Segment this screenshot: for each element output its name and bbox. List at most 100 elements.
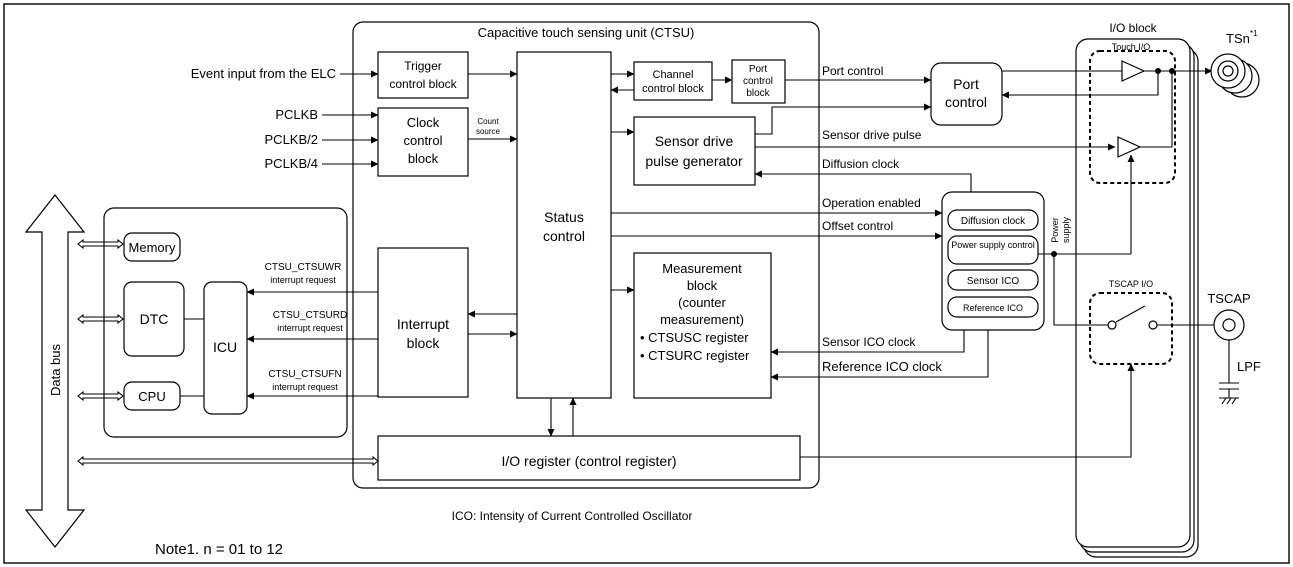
output-buffer-icon: [1121, 60, 1146, 82]
bus-cpu-connector: [77, 390, 124, 402]
sig-ref-ico: Reference ICO clock: [822, 359, 942, 374]
sensor-buffer-icon: [1117, 136, 1142, 158]
tscap-label: TSCAP: [1207, 291, 1250, 306]
dtc-label: DTC: [140, 311, 169, 327]
tsn-note-mark: *1: [1250, 29, 1258, 38]
cpu-label: CPU: [138, 389, 165, 404]
data-bus-label: Data bus: [48, 343, 63, 396]
sensor-buffer-wire: [1140, 71, 1173, 148]
interrupt-block: [377, 247, 469, 398]
memory-block: [123, 232, 181, 262]
tsn-pin-core: [1222, 65, 1234, 77]
port-block-line-1: Port: [749, 64, 768, 75]
irq-fn-line-2: interrupt request: [272, 382, 338, 392]
interrupt-line-2: block: [407, 335, 441, 351]
ctsu-title: Capacitive touch sensing unit (CTSU): [478, 25, 695, 40]
port-block-line-3: block: [746, 88, 770, 99]
ground-hatch-3: [1231, 397, 1237, 405]
channel-control-block: [633, 61, 713, 101]
switch-terminal-left: [1107, 320, 1117, 330]
analog-reference-ico-label: Reference ICO: [963, 303, 1023, 313]
channel-line-1: Channel: [653, 69, 694, 81]
sig-diffusion: Diffusion clock: [822, 157, 900, 171]
measurement-line-1: Measurement: [662, 261, 742, 276]
analog-power-label: Power supply control: [951, 240, 1035, 250]
count-source-line-1: Count: [477, 117, 499, 126]
pclkb4-label: PCLKB/4: [265, 156, 318, 171]
register-to-switch-arrow: [800, 363, 1135, 458]
measurement-line-5: • CTSUSC register: [640, 330, 749, 345]
reference-ico-clock-arrow: [770, 330, 989, 381]
irq-rd-line-2: interrupt request: [277, 323, 343, 333]
lpf-label: LPF: [1237, 359, 1261, 374]
sensor-drive-port-arrow: [755, 103, 932, 135]
bus-dtc-connector: [77, 313, 124, 325]
sig-sensor-ico: Sensor ICO clock: [822, 335, 916, 349]
sig-offset: Offset control: [822, 219, 893, 233]
sensor-ico-cell: [947, 269, 1039, 291]
port-control-line-2: control: [945, 94, 987, 110]
irq-wr-line-2: interrupt request: [270, 275, 336, 285]
tscap-pin-core: [1222, 318, 1236, 332]
diffusion-clock-cell: [947, 209, 1039, 231]
power-supply-line-2: supply: [1061, 216, 1071, 243]
sensor-drive-line-2: pulse generator: [645, 153, 743, 169]
pin-to-port-arrow: [1001, 71, 1159, 99]
measurement-line-2: block: [687, 278, 718, 293]
reference-ico-cell: [947, 296, 1039, 318]
sig-port-control: Port control: [822, 64, 883, 78]
trigger-control-block: [377, 51, 469, 99]
analog-diffusion-label: Diffusion clock: [961, 216, 1026, 227]
icu-block: [203, 281, 248, 415]
measurement-block: [633, 252, 772, 399]
touch-io-label: Touch I/O: [1112, 42, 1151, 52]
note1: Note1. n = 01 to 12: [155, 541, 283, 558]
ground-hatch-1: [1221, 397, 1227, 405]
count-source-line-2: source: [476, 127, 501, 136]
io-block-title: I/O block: [1109, 21, 1157, 35]
event-input-label: Event input from the ELC: [191, 66, 336, 81]
io-register-block: [377, 435, 801, 481]
irq-fn-line-1: CTSU_CTSUFN: [268, 369, 341, 380]
port-control-line-1: Port: [953, 76, 979, 92]
sig-sensor-pulse: Sensor drive pulse: [822, 128, 922, 142]
status-line-1: Status: [544, 209, 584, 225]
channel-line-2: control block: [642, 83, 704, 95]
bus-io-register-connector: [77, 455, 379, 467]
port-control-block: [731, 59, 786, 104]
switch-lever-icon: [1115, 305, 1146, 323]
io-register-label: I/O register (control register): [501, 453, 676, 469]
memory-label: Memory: [129, 240, 176, 255]
sensor-drive-line-1: Sensor drive: [655, 133, 734, 149]
switch-terminal-right: [1148, 320, 1158, 330]
power-supply-line-1: Power: [1050, 217, 1060, 243]
sensor-drive-block: [633, 116, 756, 186]
diffusion-clock-arrow: [754, 170, 972, 192]
irq-rd-line-1: CTSU_CTSURD: [273, 310, 347, 321]
sig-op-enabled: Operation enabled: [822, 196, 921, 210]
pclkb-label: PCLKB: [275, 107, 318, 122]
sensor-ico-clock-arrow: [770, 330, 965, 356]
clock-line-2: control: [403, 133, 442, 148]
trigger-line-2: control block: [389, 77, 457, 91]
measurement-line-3: (counter: [678, 295, 726, 310]
tsn-label: TSn: [1226, 31, 1250, 46]
icu-label: ICU: [213, 339, 237, 355]
ground-hatch-2: [1226, 397, 1232, 405]
status-control-block: [516, 51, 612, 399]
power-to-tscap-wire: [1053, 254, 1112, 326]
port-block-line-2: control: [743, 76, 773, 87]
io-block: [1075, 38, 1191, 548]
irq-wr-line-1: CTSU_CTSUWR: [265, 262, 342, 273]
clock-line-3: block: [408, 151, 439, 166]
data-bus-arrow: [24, 194, 86, 548]
measurement-line-6: • CTSURC register: [640, 348, 750, 363]
analog-sensor-ico-label: Sensor ICO: [967, 276, 1019, 287]
bus-memory-connector: [77, 238, 124, 250]
interrupt-line-1: Interrupt: [397, 316, 449, 332]
clock-line-1: Clock: [407, 115, 440, 130]
touch-io-box: [1089, 50, 1176, 184]
outer-frame: [3, 3, 1290, 564]
status-line-2: control: [543, 228, 585, 244]
